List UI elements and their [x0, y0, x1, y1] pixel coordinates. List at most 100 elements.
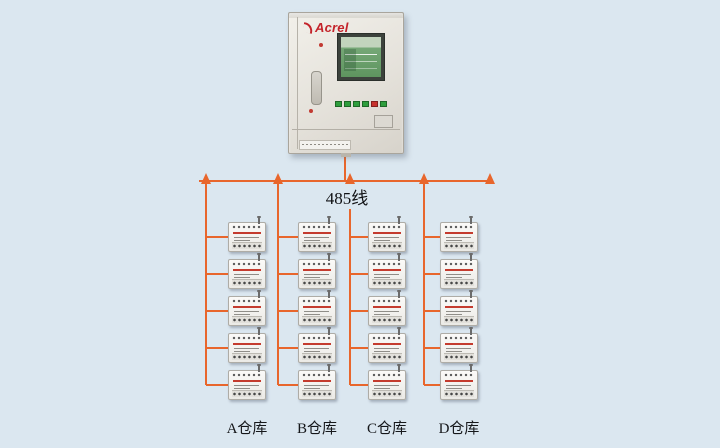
nameplate	[299, 140, 351, 150]
module-text-line	[234, 385, 260, 386]
terminal-row-bottom	[444, 390, 474, 397]
indicator-button	[344, 101, 351, 107]
column-wire-c	[349, 181, 369, 386]
indicator-button	[335, 101, 342, 107]
module-text-line	[374, 351, 391, 352]
wire-arrowhead	[419, 173, 429, 184]
module-text-line	[446, 348, 472, 349]
module-text-line	[374, 348, 400, 349]
wire-arrowhead	[273, 173, 283, 184]
terminal-row-top	[444, 262, 474, 266]
warehouse-label-d: D仓库	[438, 421, 480, 437]
module-text-line	[234, 388, 251, 389]
antenna	[469, 364, 473, 372]
module-text-line	[304, 388, 321, 389]
power-meter-module	[440, 327, 478, 363]
terminal-row-top	[444, 336, 474, 340]
power-meter-module	[368, 290, 406, 326]
module-text-line	[304, 274, 330, 275]
power-meter-module	[228, 216, 266, 252]
device-column-a	[228, 216, 266, 400]
power-meter-module	[368, 364, 406, 400]
terminal-row-bottom	[372, 390, 402, 397]
module-text-line	[374, 277, 391, 278]
module-text-line	[304, 277, 321, 278]
module-text-line	[304, 311, 330, 312]
module-text-line	[234, 240, 251, 241]
brand-stripe	[303, 306, 331, 308]
power-meter-module	[228, 290, 266, 326]
terminal-row-top	[444, 299, 474, 303]
terminal-row-bottom	[232, 390, 262, 397]
wire-arrowhead	[201, 173, 211, 184]
terminal-row-top	[302, 225, 332, 229]
terminal-row-top	[444, 373, 474, 377]
module-text-line	[374, 385, 400, 386]
indicator-led	[319, 43, 323, 47]
power-meter-module	[298, 364, 336, 400]
terminal-row-top	[232, 262, 262, 266]
brand-stripe	[373, 380, 401, 382]
module-text-line	[446, 274, 472, 275]
power-meter-module	[228, 327, 266, 363]
brand-stripe	[445, 306, 473, 308]
antenna	[257, 290, 261, 298]
terminal-row-top	[372, 225, 402, 229]
brand-stripe	[303, 380, 331, 382]
module-text-line	[234, 348, 260, 349]
power-meter-module	[298, 216, 336, 252]
terminal-row-top	[372, 373, 402, 377]
wire-arrowhead	[485, 173, 495, 184]
module-text-line	[304, 385, 330, 386]
terminal-row-bottom	[232, 242, 262, 249]
terminal-row-bottom	[302, 316, 332, 323]
module-text-line	[446, 314, 463, 315]
wire-arrowhead	[345, 173, 355, 184]
bus-label: 485线	[315, 184, 379, 209]
brand-stripe	[233, 269, 261, 271]
terminal-row-top	[232, 225, 262, 229]
brand-stripe	[233, 343, 261, 345]
power-meter-module	[440, 290, 478, 326]
terminal-row-bottom	[302, 390, 332, 397]
antenna	[327, 290, 331, 298]
acrel-logo-icon	[302, 21, 314, 34]
terminal-row-bottom	[372, 316, 402, 323]
button-row	[335, 101, 387, 107]
module-text-line	[234, 274, 260, 275]
antenna	[469, 327, 473, 335]
terminal-row-bottom	[302, 242, 332, 249]
power-meter-module	[368, 253, 406, 289]
terminal-row-bottom	[444, 316, 474, 323]
terminal-row-top	[302, 373, 332, 377]
door-seam	[297, 17, 298, 149]
module-text-line	[446, 388, 463, 389]
brand-stripe	[445, 380, 473, 382]
module-text-line	[304, 348, 330, 349]
antenna	[257, 364, 261, 372]
brand-stripe	[445, 269, 473, 271]
terminal-row-top	[302, 336, 332, 340]
terminal-row-top	[444, 225, 474, 229]
terminal-row-bottom	[232, 316, 262, 323]
terminal-row-bottom	[444, 242, 474, 249]
terminal-row-bottom	[232, 353, 262, 360]
antenna	[397, 290, 401, 298]
module-text-line	[234, 314, 251, 315]
panel-seam	[292, 129, 400, 130]
column-wire-a	[205, 181, 229, 386]
power-meter-module	[440, 216, 478, 252]
power-meter-module	[440, 253, 478, 289]
brand-stripe	[303, 269, 331, 271]
module-text-line	[234, 351, 251, 352]
brand-stripe	[445, 343, 473, 345]
module-text-line	[304, 237, 330, 238]
brand-stripe	[373, 232, 401, 234]
module-text-line	[234, 237, 260, 238]
module-text-line	[446, 351, 463, 352]
terminal-row-bottom	[232, 279, 262, 286]
brand-stripe	[373, 343, 401, 345]
device-column-d	[440, 216, 478, 400]
label-sticker	[374, 115, 393, 128]
